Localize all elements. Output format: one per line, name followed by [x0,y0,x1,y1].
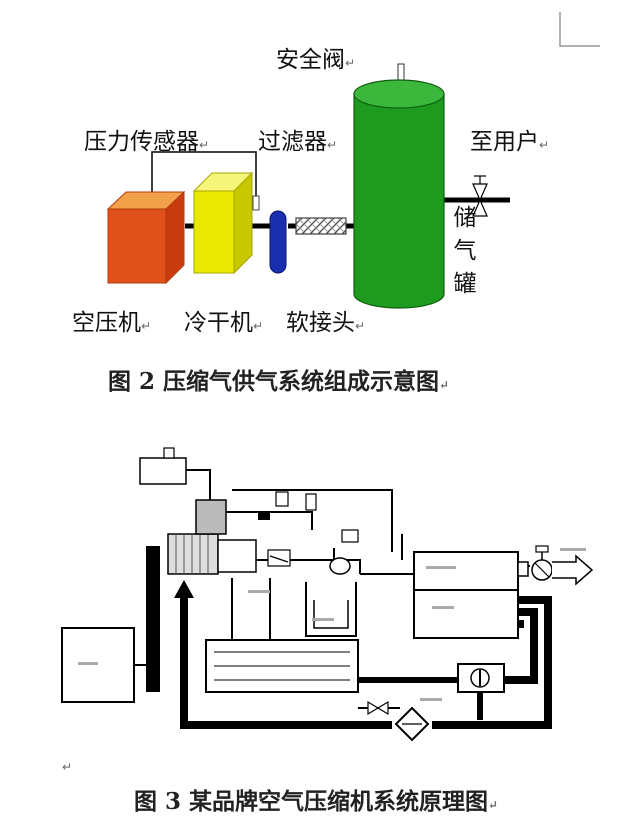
filter-capsule [269,210,287,274]
oil-cooler [457,663,505,693]
air-compressor-box [106,190,186,285]
top-pipe-4 [256,559,361,574]
user-valve-icon [472,175,488,217]
supply-system-diagram [106,12,600,309]
oil-filter-diamond [394,706,430,742]
dryer-label: 冷干机↵ [184,310,264,336]
outlet-line [517,545,594,586]
compressor-head [167,499,257,575]
return-valve [358,700,400,716]
air-compressor-label: 空压机↵ [72,310,152,336]
tank-label-char-1: 储 [453,205,477,231]
sensor-wire [151,151,257,198]
pressure-sensor-stub [252,195,260,211]
flex-joint-label: 软接头↵ [286,310,366,336]
top-pipe-2 [232,489,393,552]
pressure-sensor-label: 压力传感器↵ [84,129,210,155]
tank-label-char-2: 气 [453,238,477,264]
paragraph-mark: ↵ [62,760,73,774]
main-thick-loop [180,588,552,729]
filter-label: 过滤器↵ [258,129,338,155]
cooling-loop [488,608,538,684]
controller-box [139,457,187,485]
dryer-box [192,171,254,275]
top-pipe-3 [280,511,313,530]
figure-3-caption: 图 3 某品牌空气压缩机系统原理图↵ [134,788,499,815]
instrument-valves [267,491,359,567]
to-user-label: 至用户↵ [470,129,550,155]
oil-separator [305,557,357,637]
storage-tank [353,63,445,309]
figure-2-caption: 图 2 压缩气供气系统组成示意图↵ [108,368,450,395]
tiny-annotations [78,548,586,701]
oil-tank [205,639,359,693]
flex-joint-hose [295,217,347,235]
tank-label: 储 气 罐 [452,202,478,301]
drive-belt [146,546,160,692]
safety-valve-label: 安全阀↵ [276,47,356,73]
receiver-tanks [413,551,519,639]
tank-label-char-3: 罐 [453,271,477,297]
loop-arrow-icon [174,580,194,598]
